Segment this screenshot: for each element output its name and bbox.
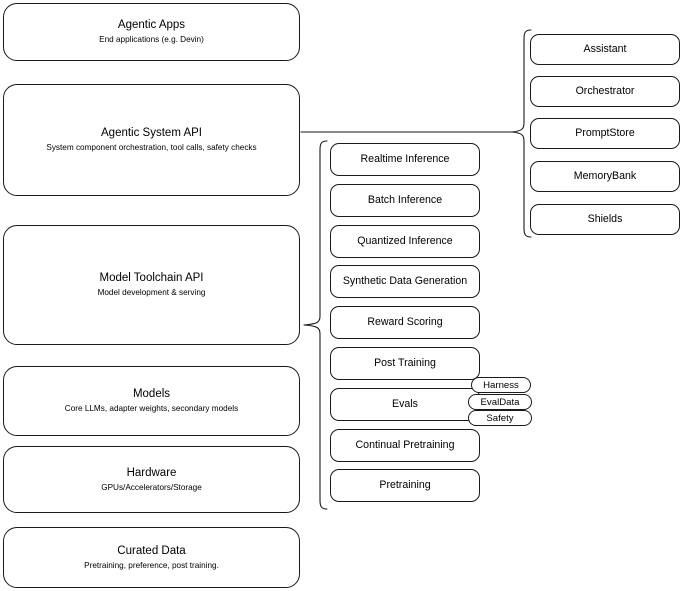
layer-subtitle: End applications (e.g. Devin) xyxy=(99,35,204,44)
capability-label: Evals xyxy=(392,398,418,410)
eval-chip-safety[interactable]: Safety xyxy=(468,410,532,426)
capability-realtime-inference[interactable]: Realtime Inference xyxy=(330,143,480,176)
capability-pretraining[interactable]: Pretraining xyxy=(330,469,480,502)
component-label: Orchestrator xyxy=(575,85,635,97)
eval-chip-label: Safety xyxy=(486,412,514,424)
layer-subtitle: Pretraining, preference, post training. xyxy=(84,560,219,570)
layer-title: Agentic System API xyxy=(101,127,202,139)
component-orchestrator[interactable]: Orchestrator xyxy=(530,76,680,107)
toolchain-capabilities-brace xyxy=(303,140,328,510)
capability-label: Batch Inference xyxy=(367,194,443,206)
layer-hardware[interactable]: Hardware GPUs/Accelerators/Storage xyxy=(3,446,300,513)
capability-evals[interactable]: Evals xyxy=(330,388,480,421)
layer-model-toolchain-api[interactable]: Model Toolchain API Model development & … xyxy=(3,225,300,345)
agentic-components-brace xyxy=(511,29,532,238)
eval-chip-harness[interactable]: Harness xyxy=(471,377,531,393)
layer-subtitle: Model development & serving xyxy=(97,288,206,297)
capability-continual-pretraining[interactable]: Continual Pretraining xyxy=(330,429,480,462)
capability-batch-inference[interactable]: Batch Inference xyxy=(330,184,480,217)
layer-title: Agentic Apps xyxy=(117,19,186,31)
capability-reward-scoring[interactable]: Reward Scoring xyxy=(330,306,480,339)
layer-models[interactable]: Models Core LLMs, adapter weights, secon… xyxy=(3,366,300,436)
component-label: MemoryBank xyxy=(573,170,637,182)
layer-subtitle: System component orchestration, tool cal… xyxy=(46,143,257,152)
component-label: Assistant xyxy=(583,43,627,55)
layer-subtitle: GPUs/Accelerators/Storage xyxy=(101,482,202,492)
layer-curated-data[interactable]: Curated Data Pretraining, preference, po… xyxy=(3,527,300,588)
eval-chip-evaldata[interactable]: EvalData xyxy=(468,394,532,410)
capability-label: Quantized Inference xyxy=(357,235,453,247)
eval-chip-label: Harness xyxy=(483,379,519,391)
component-assistant[interactable]: Assistant xyxy=(530,34,680,65)
capability-label: Continual Pretraining xyxy=(355,439,455,451)
layer-subtitle: Core LLMs, adapter weights, secondary mo… xyxy=(64,404,239,413)
capability-label: Realtime Inference xyxy=(360,153,450,165)
component-label: Shields xyxy=(587,213,623,225)
layer-title: Models xyxy=(132,388,171,400)
eval-chip-label: EvalData xyxy=(480,396,520,408)
component-memorybank[interactable]: MemoryBank xyxy=(530,161,680,192)
layer-agentic-system-api[interactable]: Agentic System API System component orch… xyxy=(3,84,300,196)
component-shields[interactable]: Shields xyxy=(530,204,680,235)
capability-synthetic-data-generation[interactable]: Synthetic Data Generation xyxy=(330,265,480,298)
layer-title: Model Toolchain API xyxy=(99,272,204,284)
capability-label: Synthetic Data Generation xyxy=(342,275,468,287)
capability-label: Pretraining xyxy=(379,479,431,491)
capability-label: Post Training xyxy=(374,357,436,369)
layer-agentic-apps[interactable]: Agentic Apps End applications (e.g. Devi… xyxy=(3,3,300,61)
layer-title: Hardware xyxy=(126,466,177,479)
capability-quantized-inference[interactable]: Quantized Inference xyxy=(330,225,480,258)
capability-label: Reward Scoring xyxy=(367,316,443,328)
capability-post-training[interactable]: Post Training xyxy=(330,347,480,380)
component-label: PromptStore xyxy=(575,127,635,139)
layer-title: Curated Data xyxy=(117,544,186,557)
component-promptstore[interactable]: PromptStore xyxy=(530,118,680,149)
